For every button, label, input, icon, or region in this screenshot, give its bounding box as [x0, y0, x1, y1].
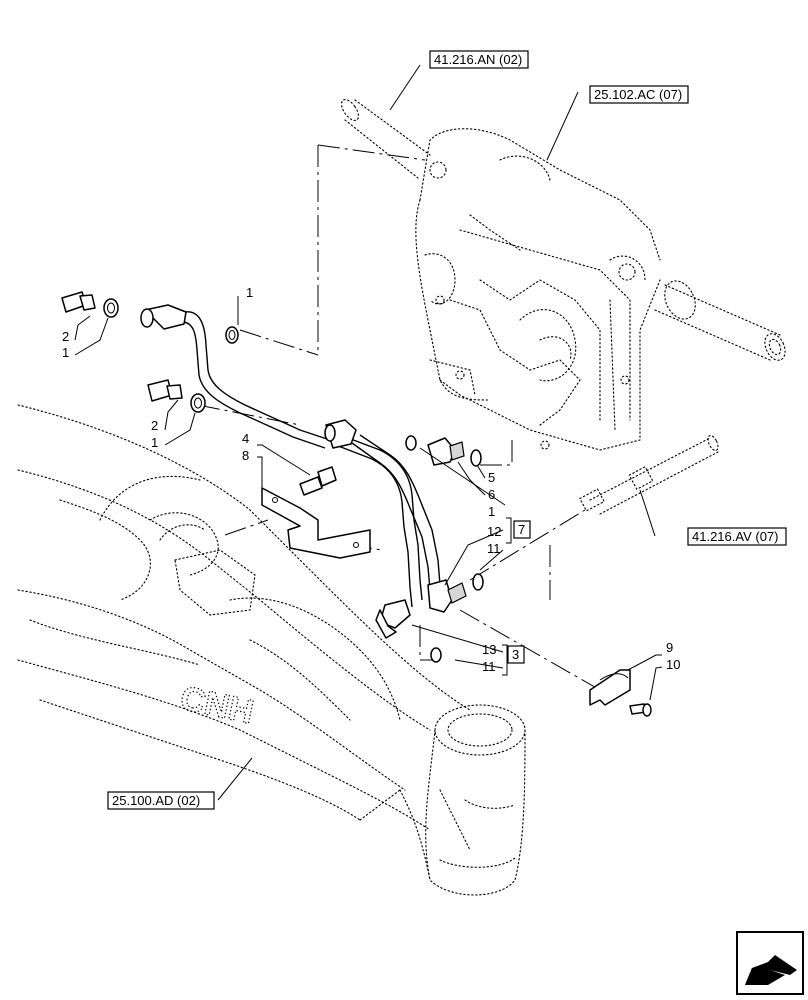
washer-right-upper	[225, 326, 239, 344]
banjo-bolt-lower	[147, 379, 206, 413]
ref-25-102-ac[interactable]: 25.102.AC (07)	[589, 85, 689, 104]
sensor-shaft	[579, 435, 719, 515]
callout-1-right: 1	[488, 504, 495, 519]
boxed-7: 7	[518, 522, 525, 537]
arrow-icon[interactable]	[736, 931, 804, 995]
callout-11-upper: 11	[487, 541, 501, 556]
callout-1-upper: 1	[62, 345, 69, 360]
boxed-3: 3	[512, 647, 519, 662]
callout-1-lower: 1	[151, 435, 158, 450]
clip	[589, 669, 631, 706]
leader-lines	[74, 64, 663, 801]
banjo-bolt-upper	[61, 291, 119, 318]
callout-2-lower: 2	[151, 418, 158, 433]
callout-2-upper: 2	[62, 329, 69, 344]
svg-text:41.216.AN (02): 41.216.AN (02)	[434, 52, 522, 67]
drive-shaft-upper	[340, 99, 431, 179]
callout-5: 5	[488, 470, 495, 485]
final-drive-housing	[415, 128, 661, 451]
pipe-middle	[324, 419, 423, 608]
bracket-7	[506, 517, 512, 544]
callout-1-top-right: 1	[246, 285, 253, 300]
callout-6: 6	[488, 487, 495, 502]
callout-13: 13	[482, 642, 496, 657]
callout-11-lower: 11	[482, 659, 496, 674]
callout-8: 8	[242, 448, 249, 463]
drive-shaft-right	[654, 280, 786, 361]
cnh-logo: CNH	[177, 679, 257, 731]
callout-12: 12	[487, 524, 501, 539]
pipe-lower	[351, 434, 467, 639]
pipe-upper	[140, 304, 331, 449]
svg-text:25.100.AD (02): 25.100.AD (02)	[112, 793, 200, 808]
callout-4: 4	[242, 431, 249, 446]
screw	[629, 703, 652, 717]
svg-text:25.102.AC (07): 25.102.AC (07)	[594, 87, 682, 102]
axle-housing	[17, 404, 526, 896]
ref-41-216-an[interactable]: 41.216.AN (02)	[429, 50, 529, 69]
bracket	[261, 487, 371, 559]
ref-25-100-ad[interactable]: 25.100.AD (02)	[107, 791, 215, 810]
bolt	[299, 466, 337, 496]
callout-9: 9	[666, 640, 673, 655]
box-7[interactable]	[513, 520, 531, 539]
box-3[interactable]	[507, 645, 525, 664]
svg-text:41.216.AV (07): 41.216.AV (07)	[692, 529, 778, 544]
bracket-3	[502, 644, 508, 676]
ref-41-216-av[interactable]: 41.216.AV (07)	[687, 527, 787, 546]
callout-10: 10	[666, 657, 680, 672]
